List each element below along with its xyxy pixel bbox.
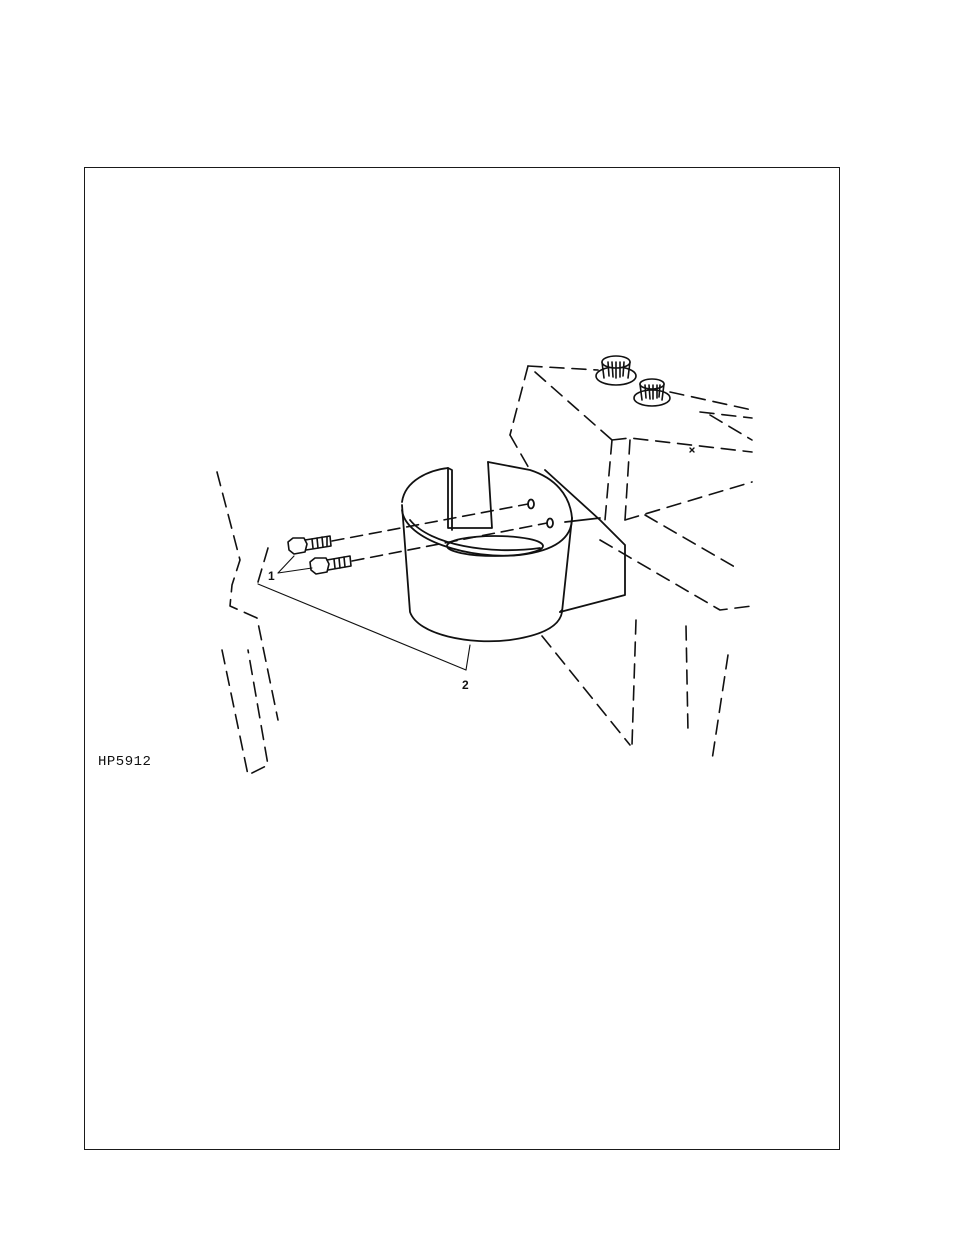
left-frame-rail xyxy=(217,472,278,775)
callout-2: 2 xyxy=(462,678,469,692)
callout-1: 1 xyxy=(268,569,275,583)
figure-id-label: HP5912 xyxy=(98,754,151,770)
control-knob-2 xyxy=(634,379,670,406)
cup-holder xyxy=(402,462,625,641)
control-knob-1 xyxy=(596,356,636,385)
screw-2 xyxy=(310,556,351,574)
callout-leaders xyxy=(258,556,470,670)
machine-body-outline xyxy=(510,366,752,760)
screw-1 xyxy=(288,536,331,554)
